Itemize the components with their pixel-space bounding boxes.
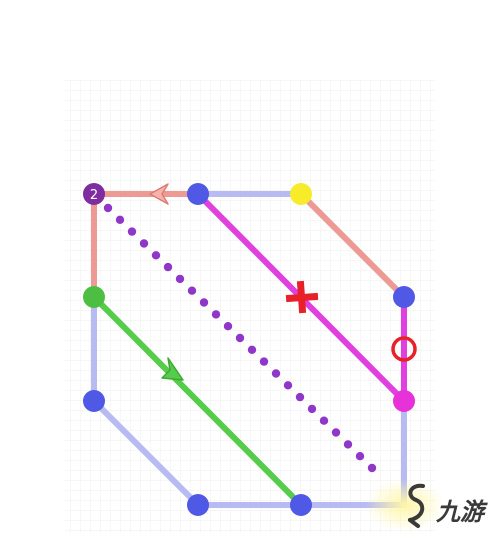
dot [331, 428, 341, 437]
node-layer: 2 [83, 183, 415, 516]
dot [223, 322, 233, 331]
dot [199, 298, 209, 307]
watermark-text: 九游 [435, 498, 488, 526]
dot [343, 440, 353, 449]
dot [247, 345, 257, 354]
brand-swirl-icon [408, 483, 425, 528]
arrow-down-right-icon [161, 357, 184, 381]
node-left-green[interactable] [83, 286, 105, 308]
dot [163, 262, 173, 272]
dot [175, 274, 185, 284]
dot [139, 239, 149, 248]
circle-mark [391, 336, 417, 362]
start-node-label: 2 [90, 188, 98, 203]
node-right-upper[interactable] [393, 286, 415, 308]
dot [187, 286, 197, 295]
dotted-path [103, 203, 377, 473]
dot [319, 416, 329, 425]
node-top-right-yellow[interactable] [290, 183, 312, 205]
dot [355, 452, 365, 461]
dot [103, 203, 113, 213]
node-top-center[interactable] [187, 183, 209, 205]
edge-yellow-to-right[interactable] [298, 191, 407, 300]
arrow-left-icon [149, 183, 169, 205]
grid-background [65, 80, 435, 533]
dot [235, 333, 245, 343]
dot [271, 369, 281, 378]
dot [283, 381, 293, 390]
edge-bottom-left-diagonal[interactable] [91, 398, 201, 508]
dot [127, 227, 137, 236]
dot [115, 215, 125, 224]
node-right-magenta[interactable] [393, 390, 415, 412]
node-bottom-left[interactable] [187, 494, 209, 516]
edge-green-diagonal[interactable] [91, 294, 304, 508]
watermark: 九游 [365, 479, 488, 531]
cross-mark [285, 280, 319, 314]
dot [367, 463, 377, 473]
dot [295, 392, 305, 402]
node-left-lower[interactable] [83, 390, 105, 412]
dot [151, 251, 161, 260]
dot [211, 310, 221, 319]
dot [259, 357, 269, 366]
dot [307, 404, 317, 414]
node-top-left-start[interactable] [83, 183, 105, 205]
node-bottom-center[interactable] [290, 494, 312, 516]
